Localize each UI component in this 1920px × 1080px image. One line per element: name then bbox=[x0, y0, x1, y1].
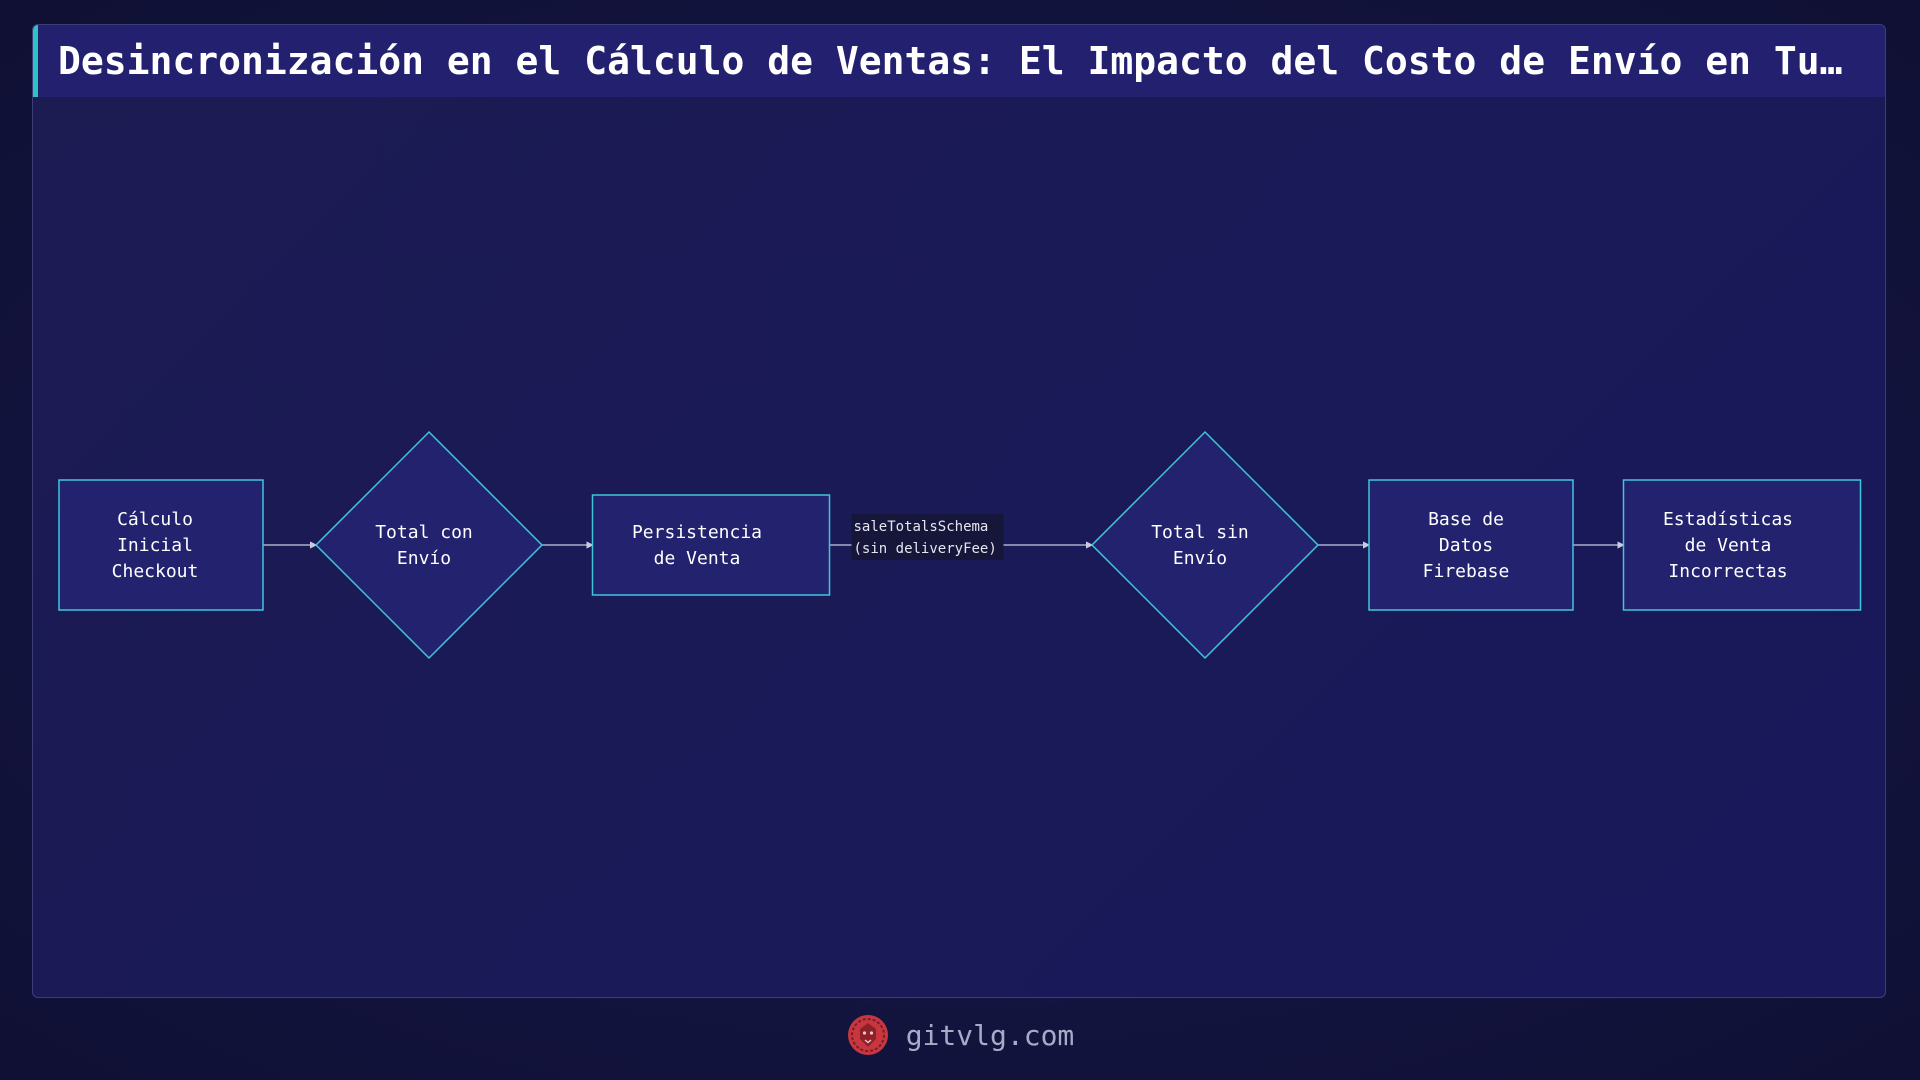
node-label-line: Firebase bbox=[1423, 561, 1510, 582]
decision-diamond bbox=[1090, 430, 1320, 660]
edge-label-line: (sin deliveryFee) bbox=[854, 541, 997, 557]
node-label-line: de Venta bbox=[1685, 535, 1772, 556]
edge-label: saleTotalsSchema (sin deliveryFee) bbox=[851, 514, 1004, 560]
node-label-line: Cálculo bbox=[117, 509, 193, 530]
node-label-line: Total sin bbox=[1151, 522, 1249, 543]
node-label-line: Checkout bbox=[112, 561, 199, 582]
node-label-line: Total con bbox=[375, 522, 473, 543]
node-persist: Persistencia de Venta bbox=[591, 494, 831, 596]
decision-diamond bbox=[314, 430, 544, 660]
footer: gitvlg.com bbox=[0, 1010, 1920, 1060]
process-box bbox=[1368, 479, 1574, 611]
node-label-line: Inicial bbox=[117, 535, 193, 556]
node-label-line: Datos bbox=[1439, 535, 1493, 556]
node-label-line: Estadísticas bbox=[1663, 509, 1793, 530]
node-label-line: Incorrectas bbox=[1668, 561, 1787, 582]
node-label-line: Envío bbox=[1173, 548, 1227, 569]
node-label-line: Envío bbox=[397, 548, 451, 569]
title-bar: Desincronización en el Cálculo de Ventas… bbox=[33, 25, 1885, 97]
footer-site-name: gitvlg.com bbox=[905, 1018, 1075, 1052]
edges-layer: saleTotalsSchema (sin deliveryFee) bbox=[263, 514, 1625, 560]
lion-head-icon bbox=[847, 1015, 888, 1055]
diagram-panel: Desincronización en el Cálculo de Ventas… bbox=[32, 24, 1886, 998]
node-label-line: de Venta bbox=[654, 548, 741, 569]
process-box bbox=[1622, 479, 1862, 611]
node-label-line: Base de bbox=[1428, 509, 1504, 530]
edge-label-background bbox=[851, 514, 1004, 560]
process-box bbox=[58, 479, 264, 611]
process-box bbox=[591, 494, 831, 596]
node-label-line: Persistencia bbox=[632, 522, 762, 543]
edge-label-line: saleTotalsSchema bbox=[854, 519, 989, 535]
